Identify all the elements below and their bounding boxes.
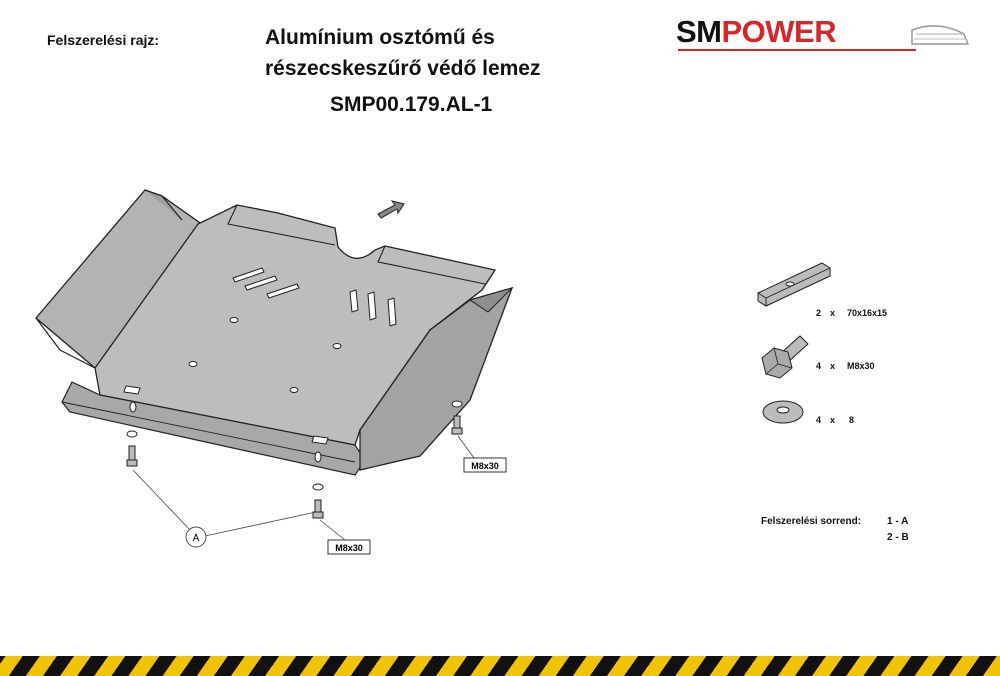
part-1-x: x: [830, 308, 836, 318]
hex-bolt-icon: [761, 335, 809, 379]
hazard-stripe-footer: [0, 656, 1000, 676]
logo-car-swoosh-icon: [678, 25, 970, 51]
bolt-callout-box-right: [463, 457, 507, 473]
bolt-callout-left-label: M8x30: [335, 543, 363, 553]
logo-power-text: POWER: [721, 14, 837, 49]
callout-a-circle: [185, 526, 207, 548]
part-3-qty: 4: [816, 415, 822, 425]
bolt-washer-right: [451, 400, 463, 435]
product-title-line2: részecskeszűrő védő lemez: [265, 57, 541, 80]
bolt-washer-middle: [312, 483, 324, 519]
part-2-qty: 4: [816, 361, 822, 371]
washer-icon: [762, 400, 804, 424]
part-2-size: M8x30: [847, 361, 875, 371]
bolt-washer-left: [126, 430, 138, 467]
bolt-callout-box-left: [327, 539, 371, 555]
callout-a-label: A: [193, 533, 200, 544]
product-title-line1: Alumínium osztómű és: [265, 26, 495, 49]
skid-plate-left-wing: [35, 189, 211, 369]
vent-slots: [232, 267, 397, 327]
bolt-callout-right-label: M8x30: [471, 461, 499, 471]
part-3-size: 8: [849, 415, 855, 425]
mounting-holes: [188, 317, 342, 393]
part-number: SMP00.179.AL-1: [330, 93, 493, 116]
nut-bar-icon: [757, 262, 831, 307]
part-2-x: x: [830, 361, 836, 371]
part-1-qty: 2: [816, 308, 822, 318]
part-3-x: x: [830, 415, 836, 425]
front-direction-arrow-icon: [377, 200, 405, 219]
install-drawing-label: Felszerelési rajz:: [47, 32, 160, 48]
part-1-size: 70x16x15: [847, 308, 888, 318]
logo-sm-text: SM: [676, 14, 722, 49]
smpower-logo: SMPOWER: [676, 14, 976, 58]
install-order-title: Felszerelési sorrend:: [761, 516, 862, 527]
install-order-step1: 1 - A: [887, 516, 909, 527]
install-order-step2: 2 - B: [887, 532, 909, 543]
